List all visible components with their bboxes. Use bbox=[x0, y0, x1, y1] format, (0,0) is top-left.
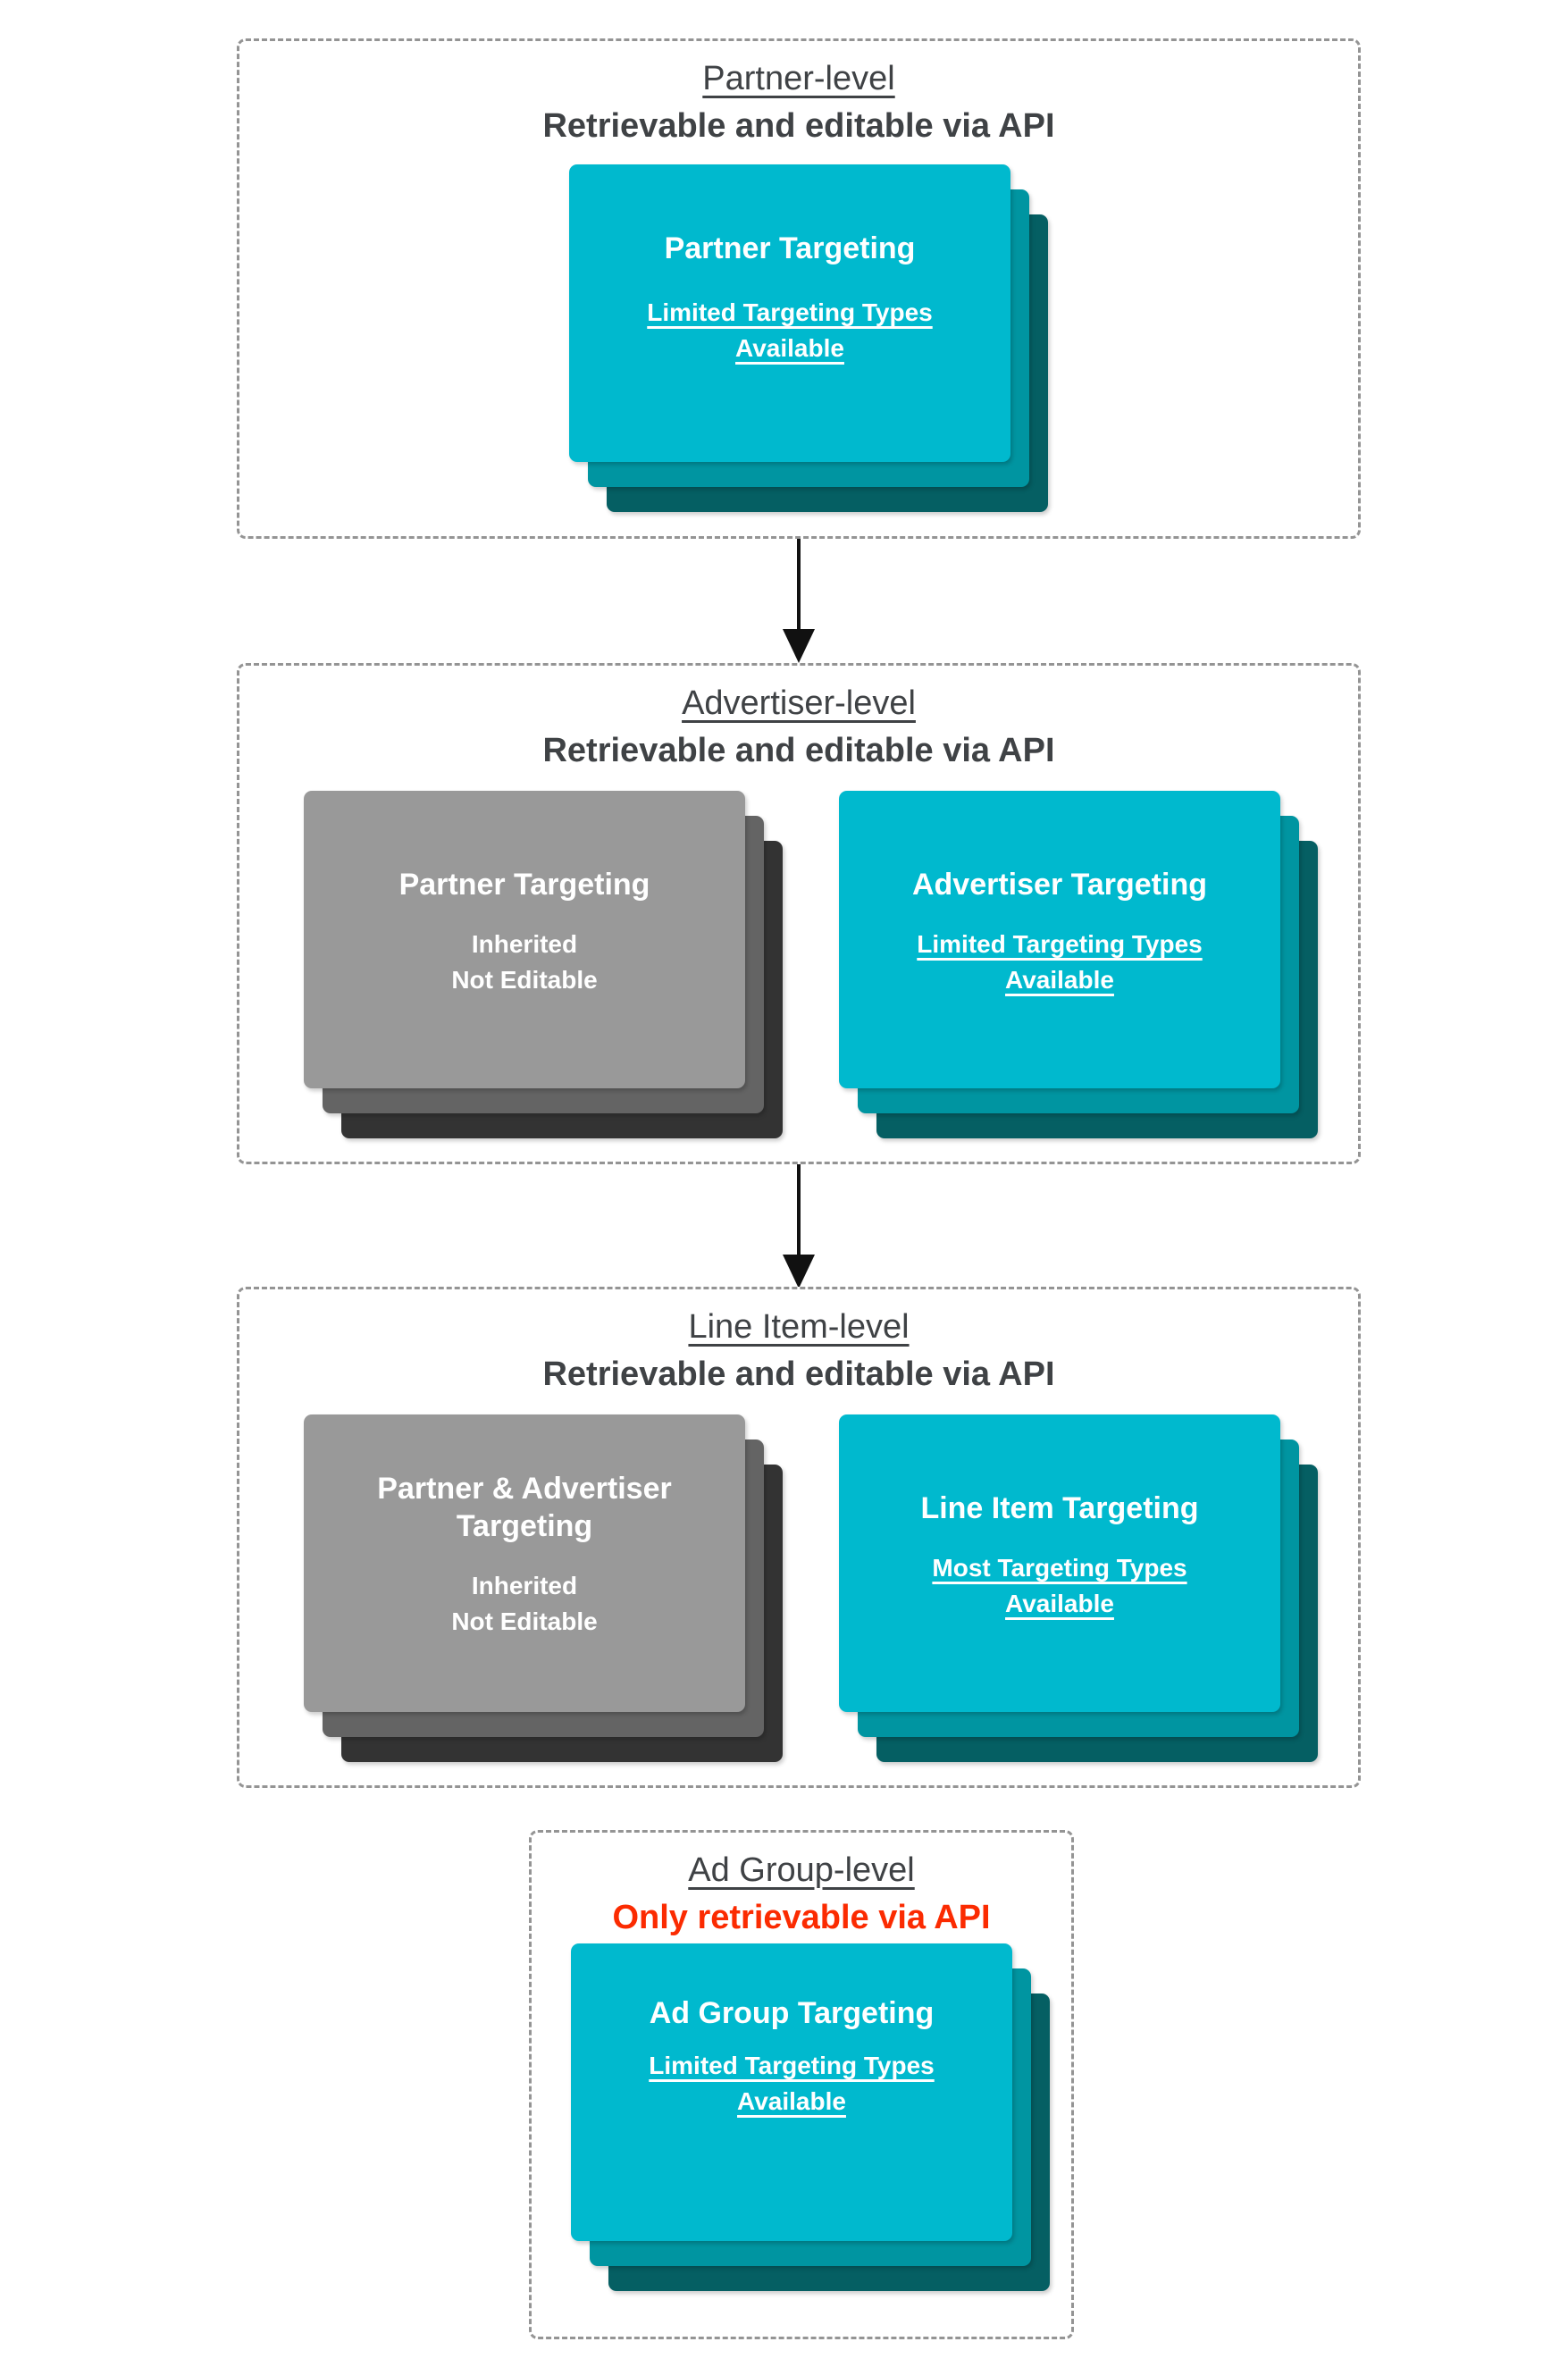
section-subtitle: Retrievable and editable via API bbox=[542, 1355, 1055, 1393]
card-title: Partner Targeting bbox=[664, 231, 916, 265]
section-header: Line Item-level Retrievable and editable… bbox=[239, 1307, 1358, 1395]
card-subtitle-line: Limited Targeting Types bbox=[917, 930, 1203, 958]
card-partner-advertiser-targeting: Partner & Advertiser Targeting Inherited… bbox=[304, 1414, 745, 1712]
section-title: Ad Group-level bbox=[688, 1851, 915, 1889]
card-subtitle: Inherited Not Editable bbox=[304, 1568, 745, 1640]
card-subtitle-line: Available bbox=[1005, 1590, 1114, 1617]
section-subtitle: Retrievable and editable via API bbox=[542, 106, 1055, 145]
section-line-item-level: Line Item-level Retrievable and editable… bbox=[237, 1287, 1361, 1788]
card-stack-partner-targeting: Partner Targeting Limited Targeting Type… bbox=[569, 164, 1048, 512]
section-subtitle: Retrievable and editable via API bbox=[542, 731, 1055, 769]
card-title: Partner Targeting bbox=[398, 868, 650, 902]
section-title: Line Item-level bbox=[688, 1308, 910, 1346]
section-advertiser-level: Advertiser-level Retrievable and editabl… bbox=[237, 663, 1361, 1164]
card-partner-targeting: Partner Targeting Limited Targeting Type… bbox=[569, 164, 1010, 462]
card-subtitle: Limited Targeting Types Available bbox=[569, 295, 1010, 366]
card-subtitle-line: Limited Targeting Types bbox=[649, 2052, 935, 2079]
card-title: Partner & Advertiser Targeting bbox=[377, 1472, 672, 1543]
section-subtitle: Only retrievable via API bbox=[612, 1898, 991, 1936]
card-subtitle-line: Available bbox=[737, 2087, 846, 2115]
flow-arrow-down bbox=[783, 1164, 815, 1288]
arrow-head bbox=[783, 1255, 815, 1288]
section-title: Partner-level bbox=[702, 60, 895, 97]
card-subtitle-line: Available bbox=[735, 334, 844, 362]
card-partner-targeting-inherited: Partner Targeting Inherited Not Editable bbox=[304, 791, 745, 1088]
card-stack-partner-advertiser-targeting: Partner & Advertiser Targeting Inherited… bbox=[304, 1414, 783, 1762]
arrow-head bbox=[783, 629, 815, 663]
section-header: Advertiser-level Retrievable and editabl… bbox=[239, 684, 1358, 771]
card-subtitle: Most Targeting Types Available bbox=[839, 1550, 1280, 1622]
card-subtitle: Inherited Not Editable bbox=[304, 927, 745, 998]
card-stack-partner-targeting-inherited: Partner Targeting Inherited Not Editable bbox=[304, 791, 783, 1138]
card-title: Advertiser Targeting bbox=[911, 868, 1207, 902]
section-title: Advertiser-level bbox=[682, 684, 916, 722]
card-stack-advertiser-targeting: Advertiser Targeting Limited Targeting T… bbox=[839, 791, 1318, 1138]
card-subtitle-line: Not Editable bbox=[451, 966, 598, 994]
arrow-shaft bbox=[797, 539, 801, 629]
card-line-item-targeting: Line Item Targeting Most Targeting Types… bbox=[839, 1414, 1280, 1712]
card-advertiser-targeting: Advertiser Targeting Limited Targeting T… bbox=[839, 791, 1280, 1088]
section-ad-group-level: Ad Group-level Only retrievable via API … bbox=[529, 1830, 1074, 2339]
card-subtitle-line: Limited Targeting Types bbox=[647, 298, 933, 326]
card-subtitle-line: Not Editable bbox=[451, 1607, 598, 1635]
card-stack-ad-group-targeting: Ad Group Targeting Limited Targeting Typ… bbox=[571, 1943, 1050, 2291]
arrow-shaft bbox=[797, 1164, 801, 1255]
section-header: Partner-level Retrievable and editable v… bbox=[239, 59, 1358, 147]
card-subtitle-line: Inherited bbox=[471, 930, 578, 958]
card-title: Ad Group Targeting bbox=[649, 1996, 935, 2030]
flow-arrow-down bbox=[783, 539, 815, 663]
card-subtitle-line: Available bbox=[1005, 966, 1114, 994]
card-subtitle-line: Inherited bbox=[471, 1572, 578, 1599]
card-subtitle: Limited Targeting Types Available bbox=[571, 2048, 1012, 2119]
card-title: Line Item Targeting bbox=[920, 1491, 1199, 1525]
card-ad-group-targeting: Ad Group Targeting Limited Targeting Typ… bbox=[571, 1943, 1012, 2241]
section-partner-level: Partner-level Retrievable and editable v… bbox=[237, 38, 1361, 539]
card-subtitle-line: Most Targeting Types bbox=[932, 1554, 1187, 1582]
card-stack-line-item-targeting: Line Item Targeting Most Targeting Types… bbox=[839, 1414, 1318, 1762]
section-header: Ad Group-level Only retrievable via API bbox=[532, 1851, 1071, 1938]
card-subtitle: Limited Targeting Types Available bbox=[839, 927, 1280, 998]
